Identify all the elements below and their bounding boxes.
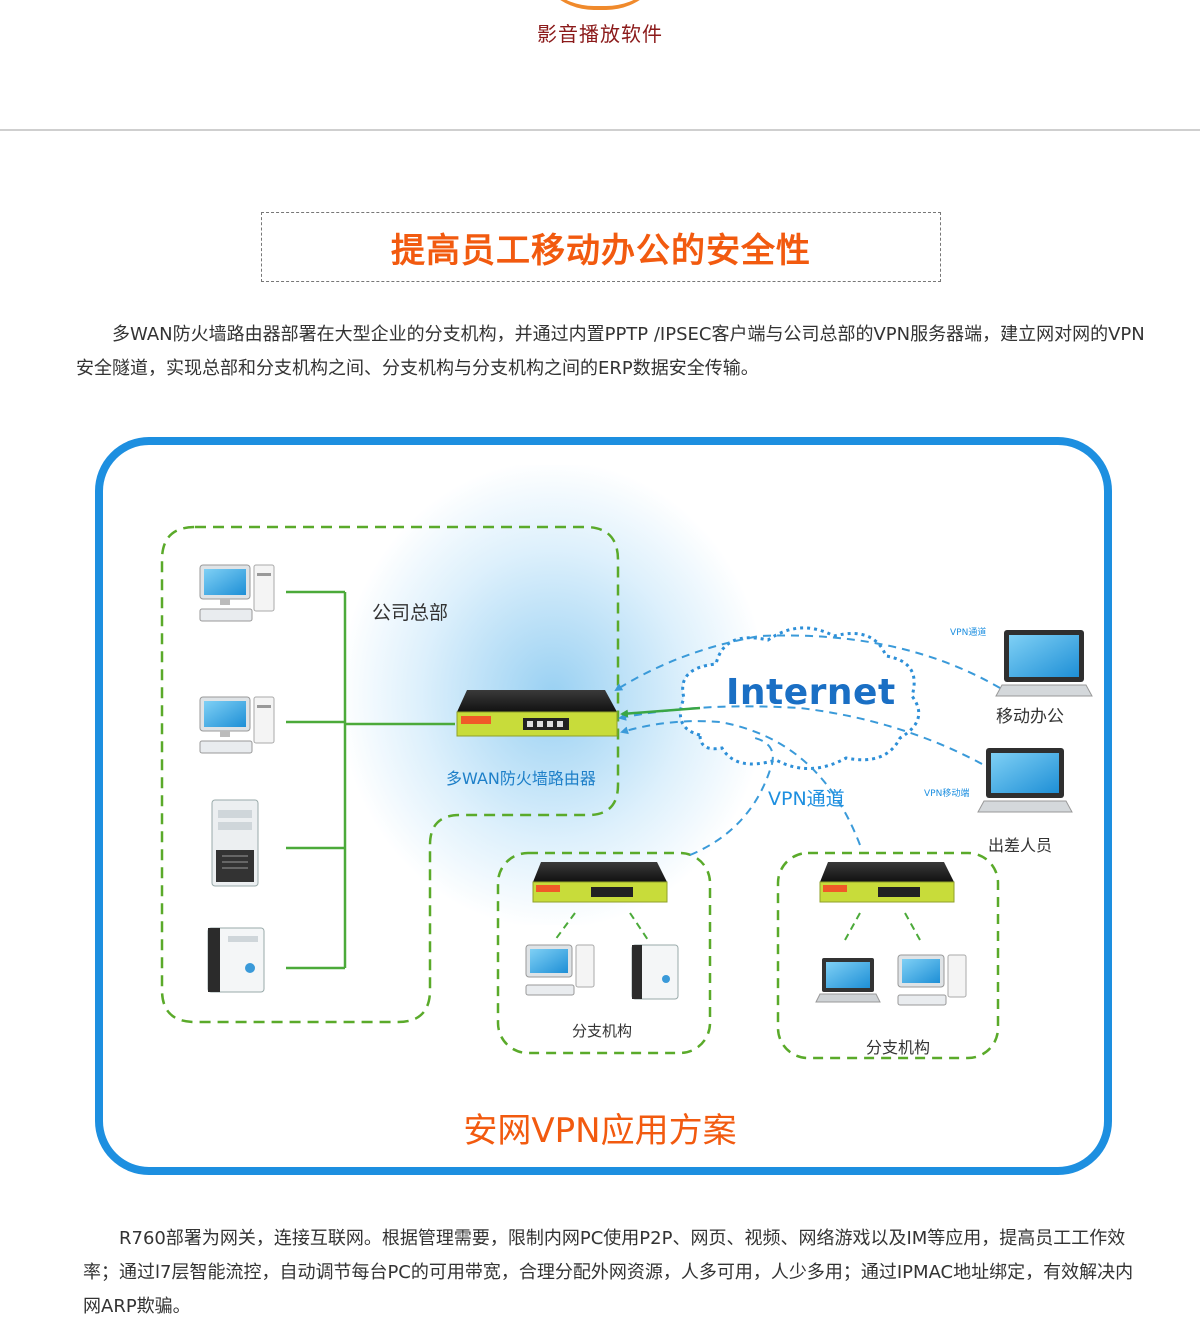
vpn-mobile-small-label: VPN移动端	[924, 789, 970, 799]
mobile-office-label: 移动办公	[996, 707, 1064, 727]
media-player-icon	[532, 0, 668, 10]
travel-staff-label: 出差人员	[988, 836, 1053, 855]
vpn-tunnel-label: VPN通道	[768, 788, 845, 810]
solution-title: 安网VPN应用方案	[463, 1111, 737, 1151]
branch-label: 分支机构	[866, 1038, 931, 1057]
footer-paragraph: R760部署为网关，连接互联网。根据管理需要，限制内网PC使用P2P、网页、视频…	[83, 1228, 1134, 1317]
vpn-network-diagram	[95, 437, 1112, 1175]
router-label: 多WAN防火墙路由器	[446, 769, 596, 788]
section-title-box: 提高员工移动办公的安全性	[261, 212, 941, 282]
section-divider	[0, 129, 1200, 131]
section-title: 提高员工移动办公的安全性	[391, 230, 811, 271]
branch-label: 分支机构	[572, 1022, 633, 1040]
media-player-label: 影音播放软件	[537, 22, 663, 46]
intro-paragraph: 多WAN防火墙路由器部署在大型企业的分支机构，并通过内置PPTP /IPSEC客…	[76, 324, 1145, 379]
hq-label: 公司总部	[372, 602, 449, 624]
vpn-small-label: VPN通道	[950, 628, 987, 638]
internet-label: Internet	[726, 672, 896, 713]
background-glow	[343, 465, 763, 925]
